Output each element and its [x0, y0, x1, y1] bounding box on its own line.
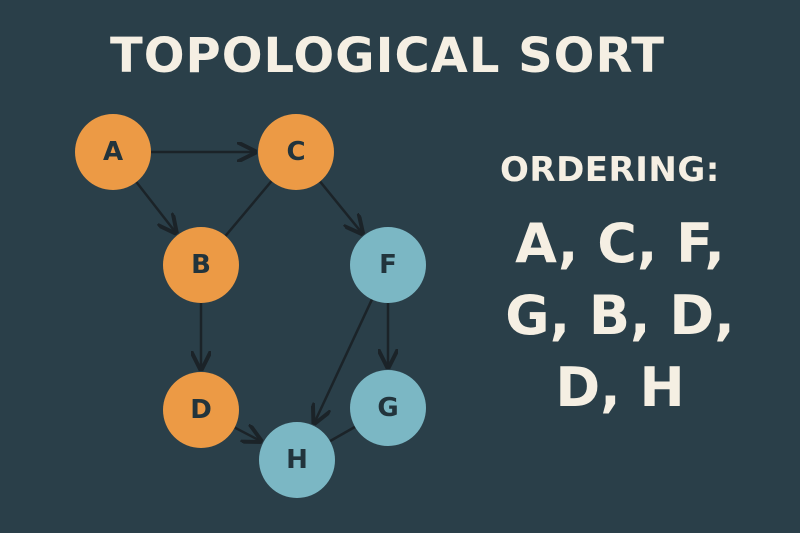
node-circle — [350, 370, 426, 446]
node-circle — [75, 114, 151, 190]
node-label: C — [286, 137, 305, 167]
node-label: D — [190, 395, 212, 425]
node-label: B — [191, 250, 211, 280]
ordering-list: A, C, F, G, B, D, D, H — [490, 208, 750, 424]
edges-layer — [135, 152, 388, 443]
node-label: H — [286, 445, 308, 475]
node-a: A — [75, 114, 151, 190]
ordering-line-3: D, H — [555, 356, 685, 419]
node-f: F — [350, 227, 426, 303]
nodes-layer: A C B F D G H — [75, 114, 426, 498]
node-circle — [350, 227, 426, 303]
edge-f-h — [314, 298, 374, 422]
ordering-line-1: A, C, F, — [515, 212, 725, 275]
node-b: B — [163, 227, 239, 303]
node-label: G — [377, 393, 398, 423]
node-g: G — [350, 370, 426, 446]
ordering-line-2: G, B, D, — [505, 284, 735, 347]
node-h: H — [259, 422, 335, 498]
edge-a-b — [135, 181, 175, 233]
edge-c-b — [224, 180, 273, 237]
edge-c-f — [319, 180, 362, 233]
edge-d-h — [234, 428, 261, 442]
node-circle — [163, 227, 239, 303]
node-label: F — [379, 250, 397, 280]
ordering-heading: ORDERING: — [500, 150, 720, 190]
node-label: A — [103, 137, 123, 167]
node-c: C — [258, 114, 334, 190]
node-d: D — [163, 372, 239, 448]
node-circle — [258, 114, 334, 190]
node-circle — [259, 422, 335, 498]
node-circle — [163, 372, 239, 448]
page-title: TOPOLOGICAL SORT — [109, 28, 666, 84]
edge-g-h — [329, 425, 356, 443]
